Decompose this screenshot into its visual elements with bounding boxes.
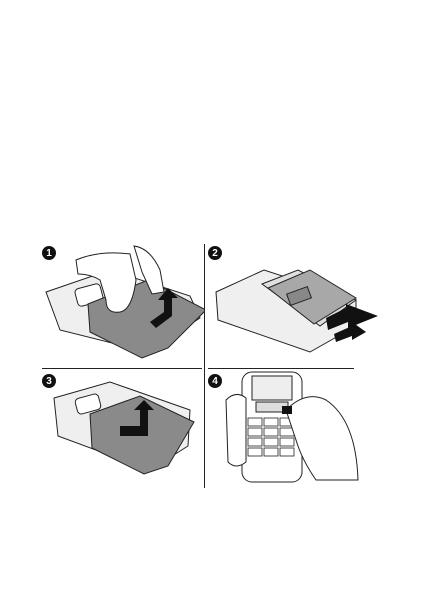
attach-back-cover-illustration <box>40 370 204 488</box>
divider-vertical <box>204 244 205 488</box>
press-power-key-illustration <box>206 370 366 488</box>
lift-back-cover-illustration <box>40 240 204 368</box>
divider-horizontal-left <box>42 368 202 369</box>
divider-horizontal-right <box>208 368 354 369</box>
insert-battery-illustration <box>206 240 386 368</box>
